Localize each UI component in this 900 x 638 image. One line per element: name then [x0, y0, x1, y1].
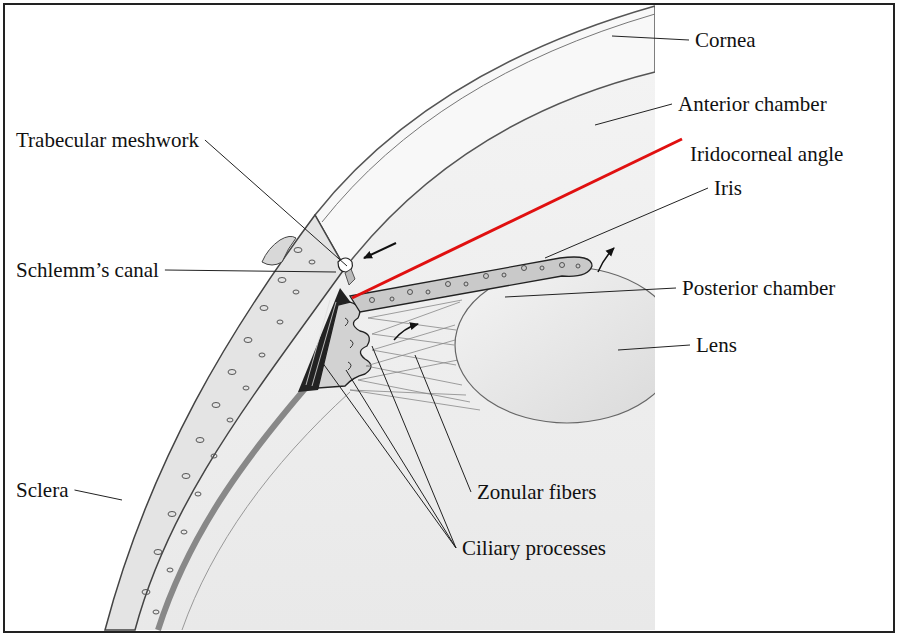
retina-line	[182, 392, 350, 630]
trabecular-meshwork	[345, 269, 355, 285]
leader-line	[545, 188, 708, 258]
flow-arrow	[364, 243, 396, 258]
leader-line	[372, 346, 456, 548]
ciliary-fold	[345, 318, 353, 370]
part-label: Lens	[694, 333, 739, 357]
leader-line	[74, 490, 122, 500]
flow-arrow	[598, 248, 614, 272]
iris-texture	[370, 263, 581, 303]
iris-shape	[350, 257, 592, 312]
leader-line	[346, 370, 456, 548]
leader-line	[505, 288, 676, 297]
part-label: Ciliary processes	[460, 536, 608, 560]
leader-line	[595, 104, 672, 125]
leader-line	[165, 270, 336, 272]
part-label: Cornea	[693, 28, 758, 52]
leader-line	[322, 362, 456, 548]
sclera-texture	[142, 248, 315, 615]
leader-line	[612, 36, 689, 40]
part-label: Iris	[712, 176, 744, 200]
cornea-band	[315, 6, 655, 268]
choroid	[158, 360, 330, 630]
ciliary-processes	[318, 302, 371, 388]
part-label: Sclera	[14, 478, 70, 502]
angle-line	[352, 139, 682, 298]
part-label: Zonular fibers	[475, 480, 599, 504]
part-label: Trabecular meshwork	[14, 128, 201, 152]
leader-line	[205, 140, 347, 266]
part-label: Schlemm’s canal	[14, 258, 161, 282]
lens-shape	[455, 267, 679, 423]
part-label: Iridocorneal angle	[688, 142, 845, 166]
cut-ground	[655, 0, 900, 638]
leader-line	[415, 355, 471, 492]
flow-arrow	[394, 324, 418, 340]
conjunctiva	[262, 236, 296, 265]
part-label: Posterior chamber	[680, 276, 837, 300]
part-label: Anterior chamber	[676, 92, 829, 116]
leader-line	[618, 345, 690, 350]
cornea-epithelium	[322, 14, 655, 222]
frame	[4, 4, 894, 632]
